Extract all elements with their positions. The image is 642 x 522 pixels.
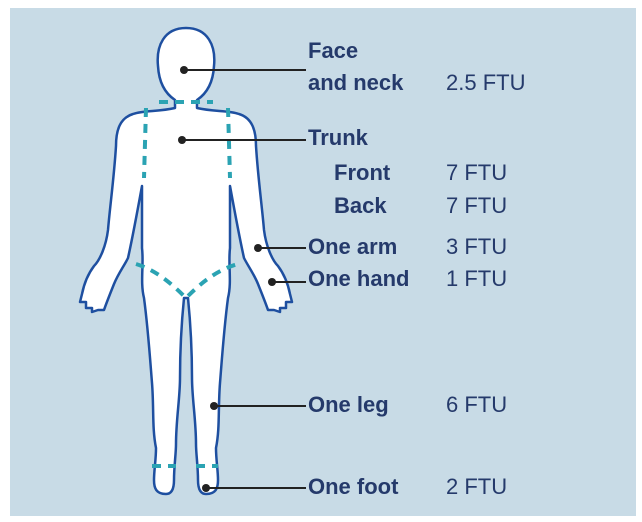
face-neck-label-line1: Face bbox=[308, 38, 358, 64]
leg-dot bbox=[210, 402, 218, 410]
diagram-panel: Face and neck 2.5 FTU Trunk Front 7 FTU … bbox=[10, 8, 636, 516]
trunk-label: Trunk bbox=[308, 125, 368, 151]
face-dot bbox=[180, 66, 188, 74]
foot-value: 2 FTU bbox=[446, 474, 507, 500]
hand-dot bbox=[268, 278, 276, 286]
foot-label: One foot bbox=[308, 474, 398, 500]
face-neck-label-line2: and neck bbox=[308, 70, 403, 96]
leg-label: One leg bbox=[308, 392, 389, 418]
foot-dot bbox=[202, 484, 210, 492]
front-value: 7 FTU bbox=[446, 160, 507, 186]
front-label: Front bbox=[334, 160, 390, 186]
face-neck-value: 2.5 FTU bbox=[446, 70, 525, 96]
leg-value: 6 FTU bbox=[446, 392, 507, 418]
arm-label: One arm bbox=[308, 234, 397, 260]
hand-label: One hand bbox=[308, 266, 409, 292]
hand-value: 1 FTU bbox=[446, 266, 507, 292]
arm-value: 3 FTU bbox=[446, 234, 507, 260]
trunk-dot bbox=[178, 136, 186, 144]
body-outline bbox=[80, 28, 292, 494]
arm-dot bbox=[254, 244, 262, 252]
back-label: Back bbox=[334, 193, 387, 219]
back-value: 7 FTU bbox=[446, 193, 507, 219]
